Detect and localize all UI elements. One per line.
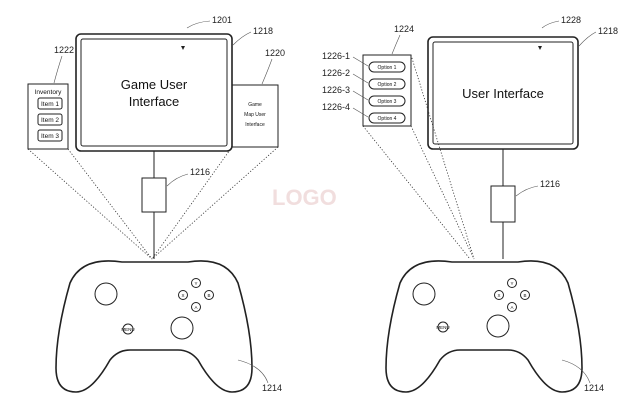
right-frame-ref: 1218 [598, 26, 618, 36]
right-dongle [490, 185, 516, 223]
left-screen-ref: 1201 [212, 15, 232, 25]
left-controller-ref-leader [237, 359, 269, 384]
right-controller-ref-leader [561, 359, 591, 384]
option-ref-4: 1226-4 [322, 102, 350, 112]
left-screen-ref-leader [186, 20, 211, 29]
left-game-ui-screen-inner [80, 38, 228, 147]
option-ref-3-leader [352, 90, 369, 101]
right-screen-title: User Interface [462, 86, 544, 101]
left-scene: Game User Interface 1201 1218 Inventory … [27, 15, 285, 393]
left-controller-body [55, 260, 253, 393]
left-dongle-ref-leader [166, 173, 189, 187]
right-screen-ref: 1228 [561, 15, 581, 25]
left-projection-line-3 [151, 146, 233, 260]
right-screen-ref-leader [541, 20, 560, 29]
right-frame-ref-leader [578, 31, 597, 47]
game-map-line2: Map User [244, 112, 266, 118]
left-controller-ref: 1214 [262, 383, 282, 393]
option-2-button[interactable] [368, 78, 406, 90]
right-button-b-label: B [523, 293, 526, 298]
inventory-item-1-label: Item 1 [41, 101, 59, 108]
option-ref-2-leader [352, 73, 369, 84]
option-2-label: Option 2 [378, 82, 397, 88]
right-button-a[interactable] [507, 302, 517, 312]
left-dongle [141, 177, 167, 213]
right-projection-line-3 [410, 125, 475, 260]
options-panel [362, 54, 412, 127]
right-button-y-label: Y [510, 281, 513, 286]
watermark-logo: LOGO [272, 185, 337, 210]
option-1-button[interactable] [368, 61, 406, 73]
option-3-button[interactable] [368, 95, 406, 107]
inventory-item-3-label: Item 3 [41, 133, 59, 140]
game-map-line1: Game [248, 102, 262, 108]
inventory-ref: 1222 [54, 45, 74, 55]
right-cursor-icon [538, 46, 542, 50]
left-screen-title-line2: Interface [129, 94, 180, 109]
inventory-item-3[interactable] [37, 129, 63, 142]
left-frame-ref-leader [232, 31, 252, 46]
option-4-button[interactable] [368, 112, 406, 124]
options-ref-leader [391, 34, 401, 55]
left-button-b[interactable] [204, 290, 214, 300]
right-button-a-label: A [510, 305, 513, 310]
inventory-ref-leader [53, 55, 63, 84]
option-ref-2: 1226-2 [322, 68, 350, 78]
game-map-panel [231, 84, 279, 148]
left-button-y-label: Y [194, 281, 197, 286]
left-screen-title-line1: Game User [121, 77, 188, 92]
option-ref-3: 1226-3 [322, 85, 350, 95]
inventory-item-2-label: Item 2 [41, 117, 59, 124]
right-button-x-label: X [497, 293, 500, 298]
right-dpad-stick[interactable] [412, 282, 436, 306]
inventory-item-1[interactable] [37, 97, 63, 110]
right-scene: User Interface 1228 1218 Option 1 Option… [322, 15, 618, 393]
inventory-item-2[interactable] [37, 113, 63, 126]
game-map-line3: Interface [245, 122, 265, 128]
right-projection-line-1 [362, 125, 471, 260]
left-projection-line-2 [67, 148, 153, 260]
right-button-b[interactable] [520, 290, 530, 300]
left-cursor-icon [181, 46, 185, 50]
right-right-stick[interactable] [486, 314, 510, 338]
left-menu-button[interactable] [122, 323, 134, 335]
option-3-label: Option 3 [378, 99, 397, 105]
right-controller-body [385, 260, 583, 393]
option-4-label: Option 4 [378, 116, 397, 122]
game-map-ref: 1220 [265, 48, 285, 58]
right-dongle-ref-leader [515, 185, 539, 197]
option-1-label: Option 1 [378, 65, 397, 71]
option-ref-1-leader [352, 56, 369, 67]
inventory-panel [27, 83, 69, 150]
left-button-a[interactable] [191, 302, 201, 312]
left-menu-label: MENU [121, 327, 134, 332]
right-projection-line-2 [410, 54, 475, 260]
left-game-ui-screen [75, 33, 233, 152]
left-button-x[interactable] [178, 290, 188, 300]
left-projection-line-1 [27, 148, 153, 260]
left-button-a-label: A [194, 305, 197, 310]
right-ui-screen-inner [432, 41, 574, 145]
right-dongle-ref: 1216 [540, 179, 560, 189]
right-menu-button[interactable] [437, 321, 449, 333]
game-map-ref-leader [261, 58, 273, 85]
right-button-x[interactable] [494, 290, 504, 300]
inventory-title: Inventory [35, 89, 62, 96]
left-dongle-ref: 1216 [190, 167, 210, 177]
left-dpad-stick[interactable] [94, 282, 118, 306]
left-frame-ref: 1218 [253, 26, 273, 36]
left-button-y[interactable] [191, 278, 201, 288]
options-ref: 1224 [394, 24, 414, 34]
option-ref-1: 1226-1 [322, 51, 350, 61]
left-right-stick[interactable] [170, 316, 194, 340]
left-button-x-label: X [181, 293, 184, 298]
right-button-y[interactable] [507, 278, 517, 288]
right-menu-label: MENU [436, 325, 449, 330]
option-ref-4-leader [352, 107, 369, 118]
left-projection-line-4 [151, 146, 279, 260]
right-controller-ref: 1214 [584, 383, 604, 393]
left-button-b-label: B [207, 293, 210, 298]
